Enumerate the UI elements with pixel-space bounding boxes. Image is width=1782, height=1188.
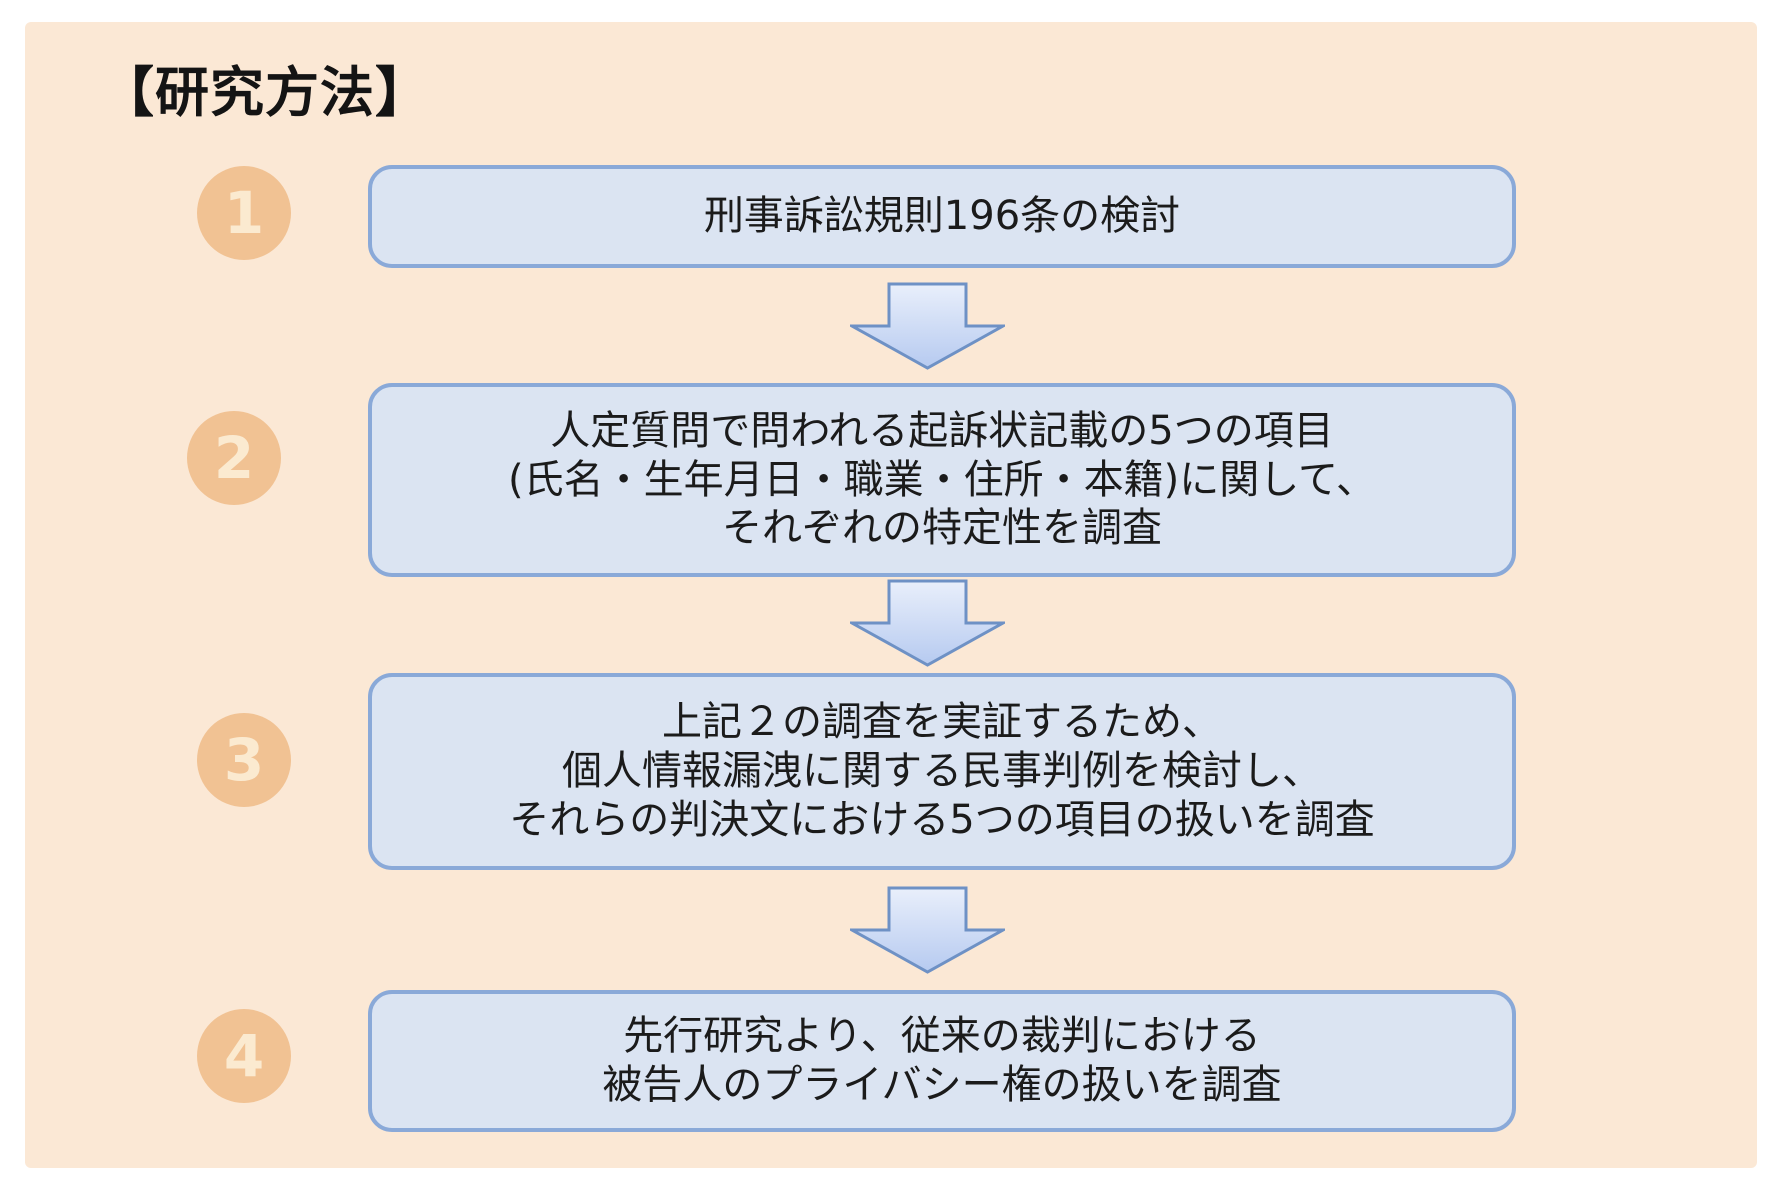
step-text-line: 人定質問で問われる起訴状記載の5つの項目	[550, 407, 1334, 454]
step-text-line: 上記２の調査を実証するため、	[662, 699, 1222, 746]
step-number: 4	[223, 1022, 265, 1090]
step-2-box: 人定質問で問われる起訴状記載の5つの項目 (氏名・生年月日・職業・住所・本籍)に…	[368, 383, 1516, 577]
step-text-line: それぞれの特定性を調査	[722, 505, 1162, 552]
down-arrow-icon	[850, 579, 1005, 667]
step-4-number-badge: 4	[197, 1009, 291, 1103]
step-text-line: (氏名・生年月日・職業・住所・本籍)に関して、	[507, 456, 1376, 503]
step-2-number-badge: 2	[187, 411, 281, 505]
step-text-line: 被告人のプライバシー権の扱いを調査	[602, 1062, 1282, 1108]
step-text-line: 刑事訴訟規則196条の検討	[703, 193, 1181, 240]
step-1-box: 刑事訴訟規則196条の検討	[368, 165, 1516, 268]
step-4-box: 先行研究より、従来の裁判における 被告人のプライバシー権の扱いを調査	[368, 990, 1516, 1132]
research-method-panel: 【研究方法】 1 刑事訴訟規則196条の検討 2 人定質問で問われる起訴状記載の…	[25, 22, 1757, 1168]
down-arrow-icon	[850, 282, 1005, 370]
step-text-line: それらの判決文における5つの項目の扱いを調査	[509, 796, 1375, 843]
page-title: 【研究方法】	[100, 61, 430, 124]
step-number: 1	[223, 179, 265, 247]
step-1-number-badge: 1	[197, 166, 291, 260]
step-3-number-badge: 3	[197, 713, 291, 807]
step-3-box: 上記２の調査を実証するため、 個人情報漏洩に関する民事判例を検討し、 それらの判…	[368, 673, 1516, 870]
down-arrow-icon	[850, 886, 1005, 974]
step-number: 2	[213, 424, 255, 492]
step-text-line: 先行研究より、従来の裁判における	[623, 1013, 1261, 1060]
step-text-line: 個人情報漏洩に関する民事判例を検討し、	[562, 748, 1322, 795]
step-number: 3	[223, 726, 265, 794]
